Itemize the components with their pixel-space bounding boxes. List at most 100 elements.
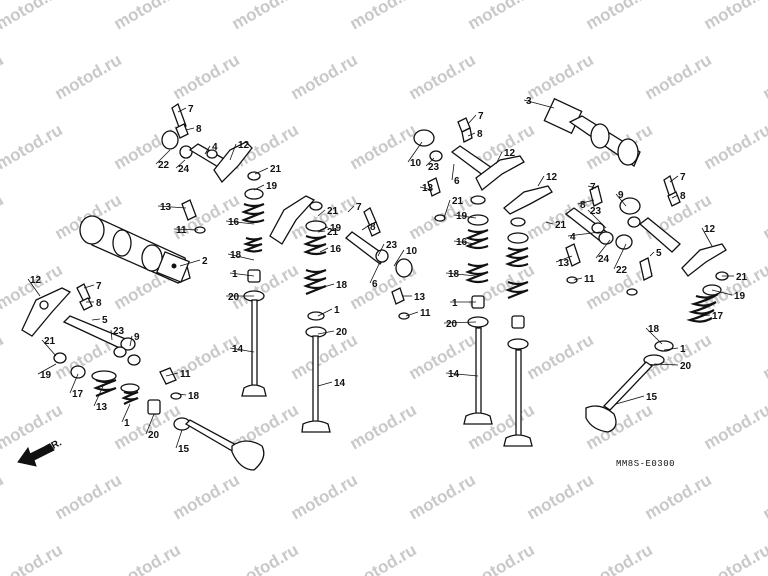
callout-number: 19	[734, 291, 746, 302]
callout-number: 12	[704, 224, 716, 235]
callout-number: 11	[420, 308, 431, 319]
callout-number: 18	[648, 324, 660, 335]
callout-number: 20	[680, 361, 692, 372]
callout-number: 2	[202, 256, 208, 267]
leader-line	[649, 251, 655, 257]
callout-number: 4	[212, 142, 218, 153]
leader-line	[319, 247, 329, 253]
callout-number: 21	[327, 206, 339, 217]
leader-line	[671, 194, 679, 199]
leader-line	[121, 403, 131, 423]
callout-number: 8	[477, 129, 483, 140]
valve-14-left-b	[301, 335, 331, 433]
leader-line	[177, 107, 187, 113]
rocker-arm-center-right	[475, 155, 525, 192]
callout-number: 12	[504, 148, 516, 159]
leader-line	[317, 381, 333, 387]
watermark-text: motod.ru	[347, 540, 420, 576]
rocker-shaft-left-upper	[161, 103, 227, 169]
callout-number: 20	[148, 430, 160, 441]
callout-number: 16	[330, 244, 342, 255]
callout-number: 6	[372, 279, 378, 290]
valve-15-right	[585, 361, 654, 433]
callout-number: 23	[113, 326, 125, 337]
callout-number: 21	[270, 164, 282, 175]
watermark-text: motod.ru	[0, 120, 66, 173]
leader-line	[573, 277, 583, 281]
watermark-text: motod.ru	[0, 330, 7, 383]
leader-line	[711, 289, 733, 296]
leader-line	[451, 163, 455, 181]
watermark-text: motod.ru	[760, 470, 768, 523]
callout-number: 11	[176, 225, 187, 236]
watermark-text: motod.ru	[347, 120, 420, 173]
callout-number: 12	[238, 140, 250, 151]
rocker-shaft-center-right	[413, 117, 494, 222]
rocker-shaft-left-lower	[62, 315, 141, 366]
lifter-left-lower	[159, 367, 182, 400]
leader-line	[83, 284, 95, 289]
leader-line	[467, 114, 477, 125]
camshaft-left	[79, 215, 191, 284]
leader-line	[155, 149, 171, 165]
leader-line	[595, 239, 611, 259]
watermark-text: motod.ru	[111, 0, 184, 33]
callout-number: 8	[196, 124, 202, 135]
callout-number: 20	[336, 327, 348, 338]
leader-line-layer	[27, 99, 734, 449]
watermark-text: motod.ru	[288, 330, 361, 383]
leader-line	[653, 363, 679, 366]
callout-number: 20	[446, 319, 458, 330]
callout-number: 7	[188, 104, 194, 115]
leader-line	[319, 283, 335, 289]
leader-line	[615, 193, 627, 207]
leader-line	[157, 205, 187, 209]
callout-number: 23	[428, 162, 440, 173]
callout-number: 14	[334, 378, 346, 389]
leader-line	[645, 327, 663, 345]
callout-number: 16	[228, 217, 240, 228]
callout-number: 8	[580, 200, 586, 211]
leader-line	[567, 231, 601, 237]
leader-line	[229, 347, 255, 353]
leader-line	[347, 205, 355, 213]
rocker-shaft-center-left	[345, 207, 413, 320]
callout-number: 7	[356, 202, 362, 213]
watermark-text: motod.ru	[760, 50, 768, 103]
valve-spring-stack-center-b	[505, 217, 529, 350]
small-parts-left-lower	[53, 352, 86, 379]
valve-14-left-a	[241, 299, 267, 397]
callout-number: 23	[386, 240, 398, 251]
leader-line	[537, 175, 545, 187]
watermark-text: motod.ru	[583, 0, 656, 33]
valve-spring-stack-right	[643, 271, 729, 366]
watermark-text: motod.ru	[406, 50, 479, 103]
leader-line	[405, 311, 419, 317]
leader-line	[545, 221, 554, 225]
callout-number: 19	[40, 370, 52, 381]
watermark-text: motod.ru	[170, 470, 243, 523]
leader-line	[129, 335, 133, 347]
watermark-text: motod.ru	[642, 50, 715, 103]
leader-line	[317, 330, 335, 335]
rocker-arm-center-right-b	[503, 185, 553, 215]
leader-line	[317, 209, 326, 217]
callout-number: 7	[680, 172, 686, 183]
leader-line	[523, 99, 555, 109]
callout-number: 22	[158, 160, 170, 171]
callout-number: 16	[456, 237, 468, 248]
adjuster-bolt-left-lower	[76, 283, 93, 311]
callout-number: 13	[558, 258, 570, 269]
leader-line	[177, 393, 187, 396]
callout-number: 21	[327, 227, 339, 238]
leader-line	[445, 272, 477, 277]
watermark-text: motod.ru	[288, 50, 361, 103]
watermark-text: motod.ru	[0, 50, 7, 103]
leader-line	[701, 227, 713, 247]
callout-number: 1	[452, 298, 458, 309]
leader-line	[41, 339, 57, 357]
leader-line	[110, 329, 113, 341]
watermark-text: motod.ru	[0, 470, 7, 523]
